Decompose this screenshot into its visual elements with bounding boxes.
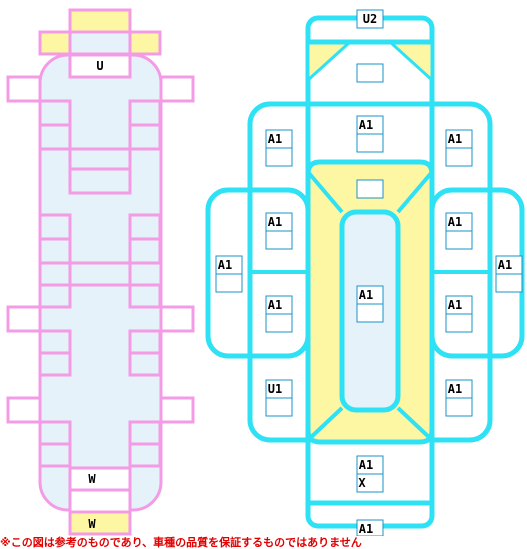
left-segment	[38, 283, 72, 309]
left-center-segment	[68, 261, 132, 287]
left-side-tab	[6, 396, 42, 424]
left-side-tab	[159, 396, 195, 424]
left-bottom-label-1: W	[88, 472, 96, 486]
label-a1-left-upper: A1	[268, 132, 282, 146]
left-center-segment	[68, 167, 132, 195]
left-segment	[38, 442, 72, 468]
label-a1-center: A1	[359, 288, 373, 302]
left-main-body	[38, 53, 163, 512]
left-bottom-label-box	[68, 466, 132, 492]
left-part	[6, 8, 195, 536]
right-labels: U2 A1 A1 A1 A1 A1 A1 A1 A1 A1 A1 U1 A1 A…	[218, 12, 512, 536]
label-a1-top-center: A1	[359, 118, 373, 132]
left-segment	[38, 351, 72, 377]
left-bottom-tab-yellow	[68, 510, 132, 536]
left-top-wing-left	[38, 30, 72, 56]
label-u1: U1	[268, 382, 282, 396]
label-a1-bottom-2: A1	[359, 522, 373, 536]
left-segment	[38, 237, 72, 265]
left-bottom-label-2: W	[88, 517, 96, 531]
left-top-center	[68, 30, 132, 56]
label-a1-right-upper: A1	[448, 132, 462, 146]
left-segment	[38, 123, 72, 151]
left-side-tab	[6, 75, 42, 103]
label-u2: U2	[363, 12, 377, 26]
label-a1-right-mid-lower: A1	[448, 298, 462, 312]
left-segment	[128, 123, 162, 151]
left-top-tab-yellow	[68, 8, 132, 34]
right-top-yellow-left	[306, 40, 352, 82]
left-side-tab	[159, 305, 195, 333]
left-segment	[128, 237, 162, 265]
left-top-label-box	[68, 53, 132, 79]
left-segment	[128, 283, 162, 309]
parts-diagram: U W W U2 A1	[6, 8, 525, 536]
left-bottom-center	[68, 488, 132, 514]
left-top-label: U	[96, 59, 103, 73]
left-segment	[128, 442, 162, 468]
label-a1-right-lower: A1	[448, 382, 462, 396]
left-side-tab	[6, 305, 42, 333]
label-a1-right-mid-upper: A1	[448, 215, 462, 229]
right-center-bevel	[306, 170, 434, 442]
right-top-yellow-right	[388, 40, 434, 82]
label-a1-bottom-1: A1	[359, 458, 373, 472]
label-a1-left-mid-lower: A1	[268, 298, 282, 312]
left-side-tab	[159, 75, 195, 103]
left-segment	[128, 351, 162, 377]
label-a1-far-left: A1	[218, 258, 232, 272]
disclaimer-notice: ※この図は参考のものであり、車種の品質を保証するものではありません	[0, 536, 362, 549]
left-top-wing-right	[128, 30, 162, 56]
right-label-boxes	[215, 9, 523, 536]
right-part	[205, 15, 525, 529]
label-a1-far-right: A1	[498, 258, 512, 272]
label-x: X	[358, 476, 366, 490]
label-a1-left-mid-upper: A1	[268, 215, 282, 229]
